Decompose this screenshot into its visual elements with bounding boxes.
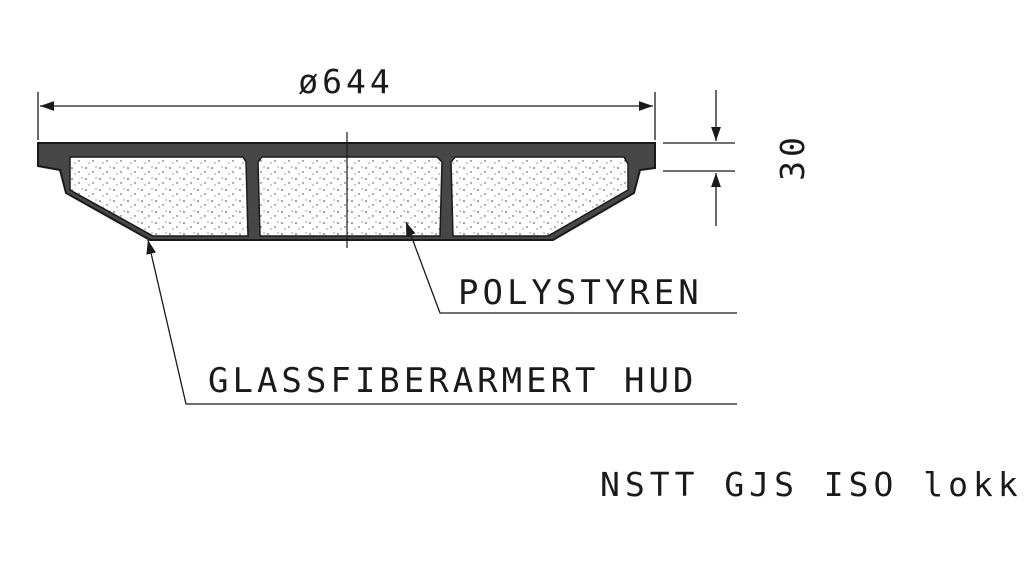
height-label: 30 (773, 133, 812, 181)
polystyrene-core-right-dots (451, 157, 628, 236)
callout-glassfiber-label: GLASSFIBERARMERT HUD (208, 361, 697, 401)
lid-cross-section (37, 132, 656, 248)
diameter-dimension: ø644 (37, 62, 656, 140)
callout-polystyrene-leader (405, 221, 737, 314)
polystyrene-core-left-dots (70, 157, 248, 236)
callout-polystyrene-label: POLYSTYREN (458, 273, 703, 313)
callout-polystyrene: POLYSTYREN (405, 221, 737, 314)
callout-glassfiber: GLASSFIBERARMERT HUD (146, 239, 737, 405)
polystyrene-core-middle-dots (258, 157, 442, 236)
drawing-title: NSTT GJS ISO lokk (600, 465, 1023, 504)
callout-glassfiber-leader (146, 239, 737, 405)
diameter-label: ø644 (298, 62, 393, 101)
height-dimension: 30 (663, 90, 812, 226)
